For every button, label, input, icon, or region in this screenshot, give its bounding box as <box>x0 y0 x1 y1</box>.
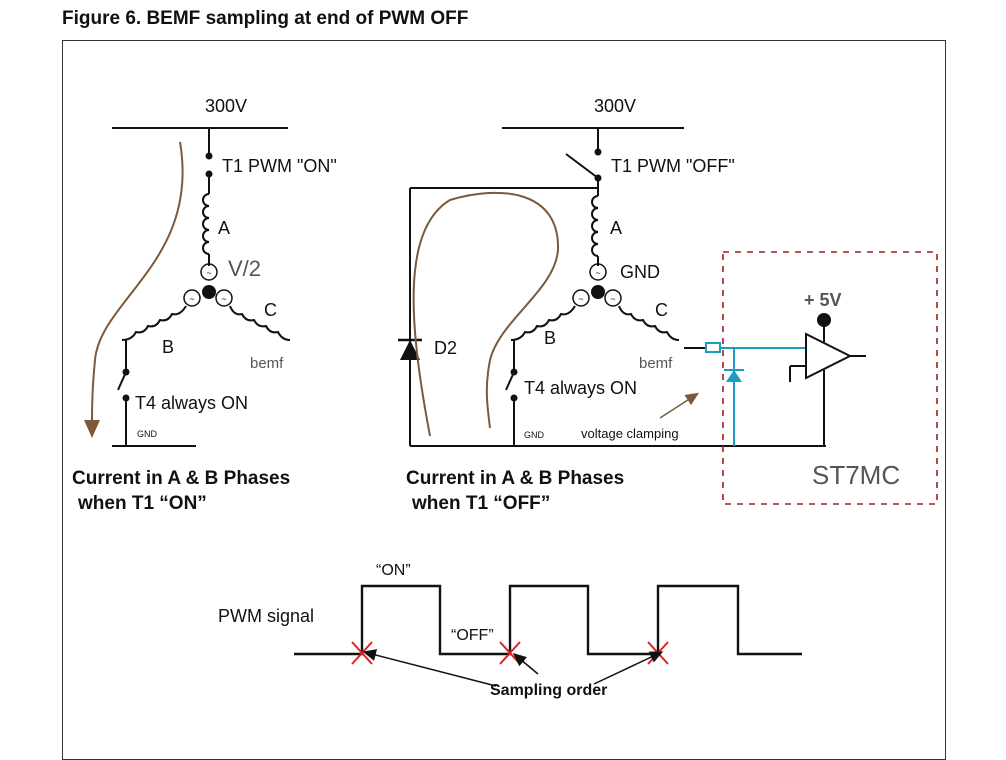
comparator <box>789 322 866 446</box>
pwm-waveform <box>294 584 802 656</box>
right-caption-line1: Current in A & B Phases <box>406 468 624 489</box>
left-coil-c-label: C <box>264 300 277 320</box>
comparator-icon <box>805 332 853 380</box>
left-caption-line1: Current in A & B Phases <box>72 468 290 489</box>
right-bemf-label: bemf <box>639 355 673 372</box>
svg-text:~: ~ <box>578 294 583 304</box>
clamp-diode-icon <box>726 370 742 382</box>
right-supply-label: 300V <box>594 96 636 116</box>
pwm-off-label: “OFF” <box>451 627 494 644</box>
right-neutral-node <box>591 285 605 299</box>
st7mc-boundary <box>722 251 938 505</box>
clamp-circuit <box>705 342 806 446</box>
svg-text:~: ~ <box>189 294 194 304</box>
right-t1-label: T1 PWM "OFF" <box>611 156 735 176</box>
sampling-arrows <box>362 649 664 687</box>
figure-title: Figure 6. BEMF sampling at end of PWM OF… <box>62 8 469 29</box>
right-circuit <box>409 127 826 447</box>
right-gnd-label: GND <box>524 430 545 440</box>
pwm-on-label: “ON” <box>376 562 411 579</box>
right-bemf-source-a <box>589 263 607 281</box>
left-coil-a-label: A <box>218 218 230 238</box>
right-coil-a-label: A <box>610 218 622 238</box>
right-current-loop <box>412 191 560 437</box>
right-coil-c-label: C <box>655 300 668 320</box>
svg-text:~: ~ <box>206 268 211 278</box>
mcu-supply-label: + 5V <box>804 290 842 310</box>
right-coil-b-label: B <box>544 328 556 348</box>
svg-text:~: ~ <box>595 268 600 278</box>
right-coil-c <box>618 305 680 341</box>
left-bemf-source-a <box>200 263 218 281</box>
left-current-path-arrow <box>84 141 184 438</box>
left-gnd-label: GND <box>137 429 158 439</box>
left-coil-a <box>202 193 210 255</box>
left-supply-label: 300V <box>205 96 247 116</box>
left-bemf-label: bemf <box>250 355 284 372</box>
svg-text:~: ~ <box>610 294 615 304</box>
right-bemf-source-b <box>572 289 590 307</box>
pwm-signal-label: PWM signal <box>218 606 314 626</box>
left-caption-line2: when T1 “ON” <box>77 493 207 514</box>
vcc-terminal <box>817 313 831 327</box>
voltage-clamping-arrow <box>659 392 700 419</box>
right-bemf-source-c <box>604 289 622 307</box>
right-diode-label: D2 <box>434 338 457 358</box>
sampling-order-label: Sampling order <box>490 682 607 699</box>
svg-text:~: ~ <box>221 294 226 304</box>
left-t4-label: T4 always ON <box>135 393 248 413</box>
right-neutral-label: GND <box>620 262 660 282</box>
diode-d2-icon <box>400 340 420 360</box>
right-coil-b <box>510 305 576 341</box>
left-t1-label: T1 PWM "ON" <box>222 156 337 176</box>
right-coil-a <box>591 195 599 257</box>
left-coil-b-label: B <box>162 337 174 357</box>
right-t1-switch-open <box>565 153 599 179</box>
left-neutral-node <box>202 285 216 299</box>
left-coil-c <box>229 305 291 341</box>
clamp-resistor <box>705 342 721 353</box>
right-t4-label: T4 always ON <box>524 378 637 398</box>
left-bemf-source-c <box>215 289 233 307</box>
voltage-clamping-label: voltage clamping <box>581 426 679 441</box>
mcu-name-label: ST7MC <box>812 460 900 490</box>
left-neutral-label: V/2 <box>228 256 261 281</box>
left-bemf-source-b <box>183 289 201 307</box>
left-coil-b <box>121 305 187 341</box>
right-caption-line2: when T1 “OFF” <box>411 493 550 514</box>
